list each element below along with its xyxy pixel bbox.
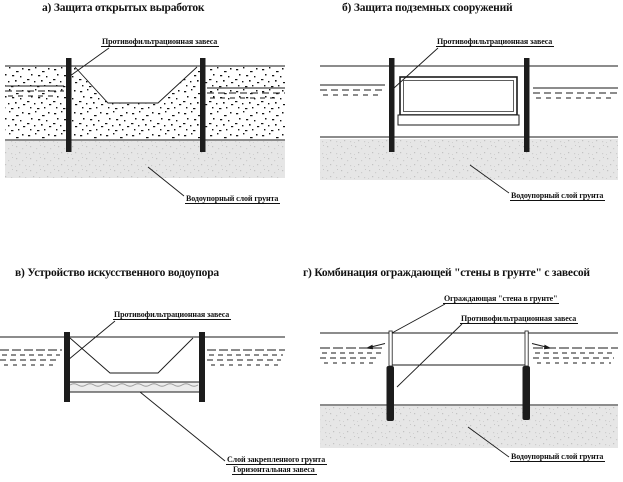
aquiclude-leader-line <box>147 166 185 197</box>
curtain-label: Противофильтрационная завеса <box>113 310 232 320</box>
curtain-right <box>199 332 205 402</box>
aquiclude-leader-line <box>467 426 510 458</box>
slurry-wall-right <box>522 330 530 420</box>
water-table <box>320 84 618 99</box>
panel-b: б) Защита подземных сооружений Противофи… <box>311 0 623 240</box>
curtain-leader-line <box>67 320 116 361</box>
excavation <box>75 67 197 103</box>
curtain-left <box>64 332 70 402</box>
curtain-left <box>386 366 394 421</box>
curtain-right <box>200 58 206 152</box>
water-table <box>0 349 285 366</box>
curtain-label: Противофильтрационная завеса <box>101 37 220 47</box>
panel-v: в) Устройство искусственного водоупора П… <box>0 255 328 482</box>
aquiclude-layer <box>5 141 285 178</box>
aquiclude-label: Водоупорный слой грунта <box>510 452 606 462</box>
aquiclude-layer <box>320 139 618 180</box>
water-table <box>5 85 285 99</box>
curtain-right <box>524 58 530 152</box>
curtain-left <box>389 58 395 152</box>
fixed-soil-label-line1: Слой закрепленного грунта <box>226 455 328 465</box>
wall-leader-line <box>391 303 446 334</box>
fixed-soil-label-line2: Горизонтальная завеса <box>232 465 317 475</box>
aquiclude-layer <box>320 406 618 448</box>
panel-g: г) Комбинация ограждающей "стены в грунт… <box>300 255 623 482</box>
wall-label: Ограждающая "стена в грунте" <box>443 294 560 304</box>
horizontal-curtain-layer <box>69 381 199 393</box>
panel-a: а) Защита открытых выработок Противофиль… <box>0 0 300 240</box>
panel-v-title: в) Устройство искусственного водоупора <box>15 267 219 279</box>
curtain-left <box>66 58 72 152</box>
aquiclude-label: Водоупорный слой грунта <box>510 191 606 201</box>
drawdown-arrows <box>365 343 552 350</box>
base-slab <box>397 114 520 126</box>
panel-b-title: б) Защита подземных сооружений <box>342 2 513 14</box>
water-table <box>320 347 618 364</box>
panel-a-drawing <box>5 47 285 197</box>
soil-band <box>5 66 285 140</box>
curtain-leader-line <box>393 47 439 89</box>
curtain-label: Противофильтрационная завеса <box>460 314 579 324</box>
panel-v-drawing <box>0 320 285 462</box>
slurry-wall-left <box>386 330 394 421</box>
panel-g-drawing <box>320 303 618 458</box>
aquiclude-leader-line <box>469 164 510 194</box>
panel-b-drawing <box>320 47 618 194</box>
curtain-leader-line <box>396 323 463 388</box>
aquiclude-label: Водоупорный слой грунта <box>185 194 281 204</box>
curtain-leader-line <box>69 47 110 77</box>
panel-a-title: а) Защита открытых выработок <box>42 2 205 14</box>
curtain-label: Противофильтрационная завеса <box>436 37 555 47</box>
underground-structure <box>397 76 520 126</box>
fixed-soil-leader-line <box>139 391 226 462</box>
excavation <box>69 337 194 374</box>
panel-g-title: г) Комбинация ограждающей "стены в грунт… <box>303 267 590 279</box>
curtain-right <box>522 366 530 420</box>
